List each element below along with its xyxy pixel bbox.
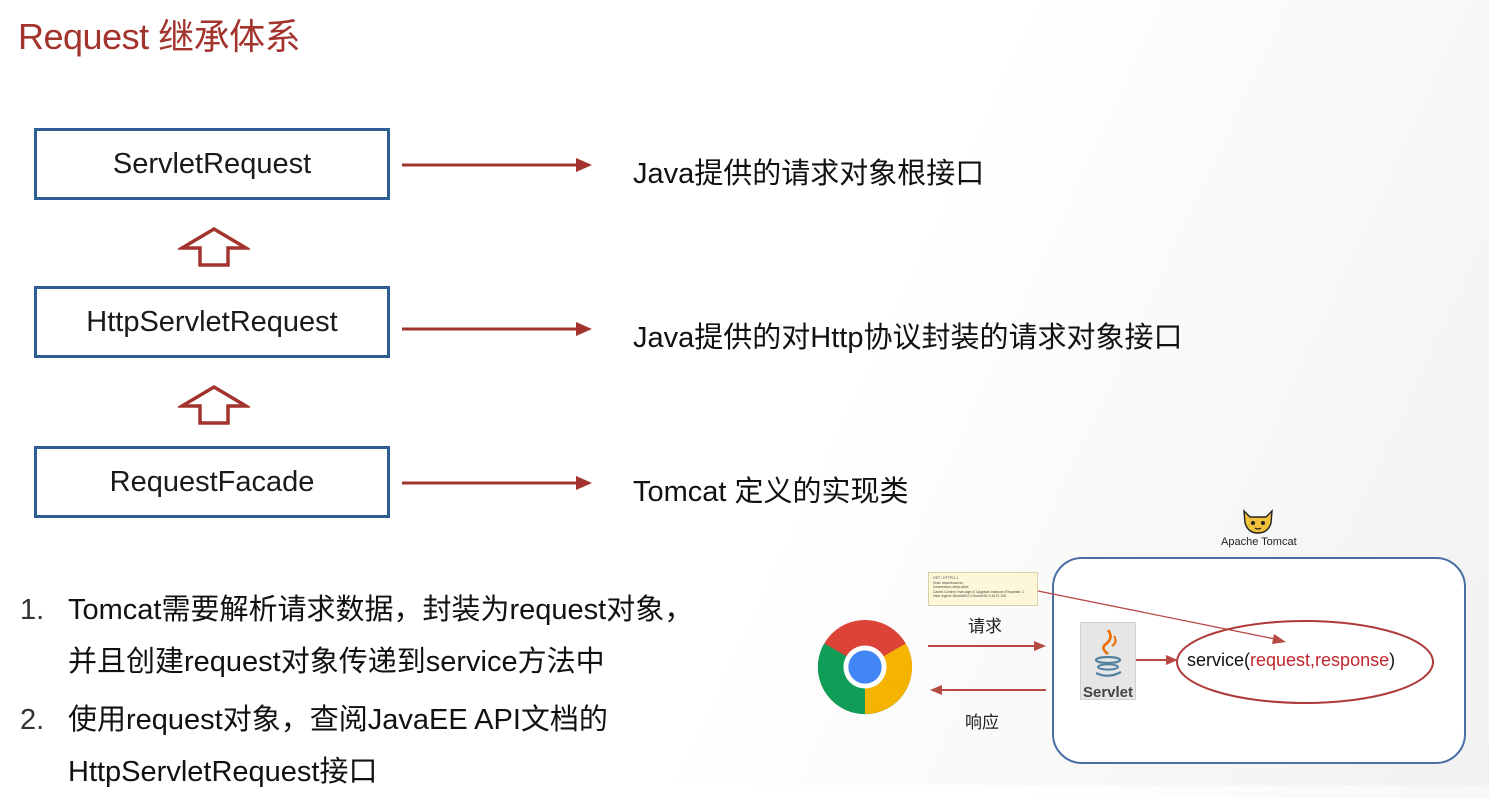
step-text: Tomcat需要解析请求数据，封装为request对象， 并且创建request… bbox=[68, 594, 694, 678]
tomcat-icon bbox=[1243, 509, 1273, 534]
service-prefix: service( bbox=[1187, 650, 1251, 670]
container-label: Apache Tomcat bbox=[1221, 536, 1297, 548]
class-box-requestfacade: RequestFacade bbox=[34, 446, 390, 518]
class-name: RequestFacade bbox=[109, 465, 315, 498]
response-label: 响应 bbox=[965, 713, 999, 732]
service-method: service(request,response) bbox=[1187, 650, 1395, 671]
note-connector-arrow bbox=[1037, 590, 1286, 644]
class-box-httpservletrequest: HttpServletRequest bbox=[34, 286, 390, 358]
description-servletrequest: Java提供的请求对象根接口 bbox=[633, 158, 985, 190]
step-number: 1. bbox=[20, 594, 45, 626]
page-title: Request 继承体系 bbox=[18, 16, 301, 57]
inherit-arrow-icon bbox=[178, 226, 250, 267]
inherit-arrow-icon bbox=[178, 384, 250, 425]
describe-arrow-icon bbox=[402, 158, 592, 172]
servlet-service-arrow bbox=[1136, 655, 1178, 665]
servlet-label: Servlet bbox=[1082, 684, 1134, 701]
request-label: 请求 bbox=[968, 617, 1002, 636]
description-requestfacade: Tomcat 定义的实现类 bbox=[633, 476, 909, 508]
java-icon bbox=[1094, 629, 1122, 677]
describe-arrow-icon bbox=[402, 476, 592, 490]
service-suffix: ) bbox=[1389, 650, 1396, 670]
class-name: ServletRequest bbox=[112, 147, 312, 180]
list-item: 2. 使用request对象，查阅JavaEE API文档的 HttpServl… bbox=[20, 694, 693, 798]
steps-list: 1. Tomcat需要解析请求数据，封装为request对象， 并且创建requ… bbox=[20, 584, 693, 798]
class-box-servletrequest: ServletRequest bbox=[34, 128, 390, 200]
step-text: 使用request对象，查阅JavaEE API文档的 HttpServletR… bbox=[68, 704, 608, 788]
step-number: 2. bbox=[20, 704, 45, 736]
servlet-tile bbox=[1080, 622, 1136, 700]
service-ellipse bbox=[1176, 620, 1434, 704]
http-request-note: GET / HTTP/1.1 Host: www.itcast.cn Conne… bbox=[928, 572, 1038, 606]
class-name: HttpServletRequest bbox=[86, 305, 338, 338]
describe-arrow-icon bbox=[402, 322, 592, 336]
request-response-arrows bbox=[928, 641, 1046, 695]
chrome-icon bbox=[817, 619, 913, 715]
list-item: 1. Tomcat需要解析请求数据，封装为request对象， 并且创建requ… bbox=[20, 584, 693, 688]
service-args: request,response bbox=[1250, 650, 1390, 670]
description-httpservletrequest: Java提供的对Http协议封装的请求对象接口 bbox=[633, 322, 1183, 354]
